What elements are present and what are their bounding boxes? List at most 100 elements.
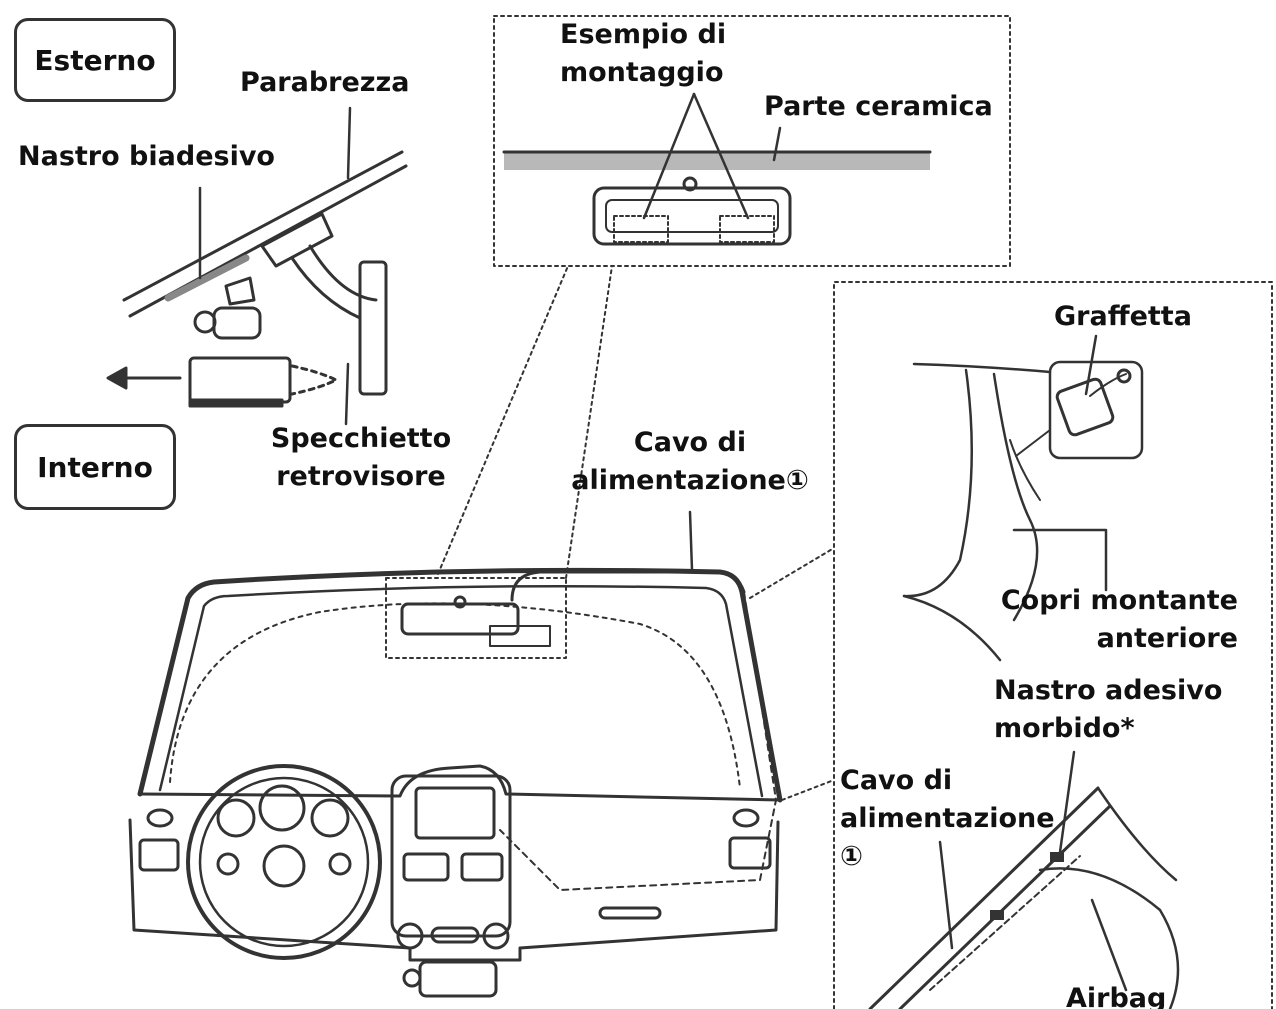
clip-pointer <box>1015 429 1051 457</box>
clip-stem <box>1089 373 1127 397</box>
windshield-inner <box>158 584 764 798</box>
gauge-center <box>258 784 306 832</box>
label-copri-line1: Copri montante <box>1000 585 1238 616</box>
label-graffetta: Graffetta <box>1054 301 1192 332</box>
mirror-focus-box <box>385 577 567 659</box>
cable-route <box>499 591 777 891</box>
leader-cavo-bottom <box>938 840 954 950</box>
mounting-example-panel <box>493 15 1011 267</box>
label-cavo-top-line1: Cavo di <box>633 427 747 458</box>
clip-head <box>1116 368 1132 384</box>
steering-button-left <box>216 852 240 876</box>
center-console <box>390 774 512 938</box>
console-vent-left <box>402 852 450 882</box>
label-nastro-morbido-line2: morbido* <box>994 713 1135 744</box>
console-knob-right <box>482 922 510 950</box>
soft-tape-2 <box>990 910 1004 920</box>
leader-esempio-left <box>642 92 696 220</box>
double-sided-tape <box>164 254 250 302</box>
camera-bracket <box>224 276 256 306</box>
label-esempio-line2: montaggio <box>560 57 724 88</box>
mount-position-left <box>613 215 669 243</box>
label-esterno: Esterno <box>14 18 176 102</box>
dashboard-top <box>138 764 782 802</box>
label-cavo-bottom-line1: Cavo di <box>840 765 953 796</box>
label-specchietto-line1: Specchietto <box>270 423 452 454</box>
windshield-glass-outer <box>122 150 404 302</box>
steering-button-right <box>328 852 352 876</box>
power-cable-top <box>510 570 746 602</box>
label-cavo-bottom-line2: alimentazione <box>840 803 1055 834</box>
label-parte-ceramica: Parte ceramica <box>764 91 993 122</box>
pillar-left-edge <box>902 368 974 598</box>
car-interior-illustration <box>128 510 783 998</box>
small-mirror-mount <box>453 595 467 609</box>
pillar-top-edge <box>912 362 1052 374</box>
leader-nastro-morbido <box>1058 750 1076 854</box>
direction-arrow-head <box>106 366 128 390</box>
mounting-example-frame <box>493 15 1011 267</box>
label-cavo-top-line2: alimentazione① <box>571 465 809 496</box>
mirror-mount <box>260 212 334 268</box>
camera-knob-ring <box>193 310 217 334</box>
pillar-lower-edge-1 <box>868 786 1100 1009</box>
rearview-mirror <box>358 260 388 396</box>
console-lower-knob <box>402 968 422 988</box>
gauge-right <box>310 798 350 838</box>
projection-line-right <box>565 265 613 579</box>
pillar-lower-edge-2 <box>898 804 1112 1009</box>
pillar-crease <box>1009 439 1041 501</box>
dashcam-body <box>188 356 292 404</box>
projection-right-upper <box>749 547 835 599</box>
label-cavo-bottom-line3: ① <box>840 841 863 872</box>
console-buttons <box>430 926 480 944</box>
label-parabrezza: Parabrezza <box>240 67 410 98</box>
leader-cavo-top <box>688 510 694 572</box>
mirror-arm-bottom <box>308 244 378 302</box>
projection-line-left <box>437 265 569 575</box>
steering-hub <box>262 844 306 888</box>
label-specchietto: Specchietto retrovisore <box>266 420 456 496</box>
label-esempio-montaggio: Esempio di montaggio <box>560 16 726 92</box>
label-cavo-bottom: Cavo di alimentazione ① <box>840 762 1055 876</box>
console-vent-right <box>460 852 504 882</box>
small-dashcam <box>489 625 551 647</box>
leader-specchietto <box>344 362 350 426</box>
leader-airbag <box>1090 898 1128 992</box>
pillar-bottom-edge <box>902 594 1002 662</box>
pillar-detail-panel <box>833 281 1273 1009</box>
leader-esempio-right <box>692 92 750 220</box>
wiper-area <box>169 602 741 789</box>
steering-wheel-outer <box>186 764 382 960</box>
clip-shape <box>1055 377 1115 437</box>
console-screen <box>414 786 496 840</box>
leader-copri <box>1012 528 1108 592</box>
leader-graffetta <box>1084 334 1098 396</box>
dashboard-body <box>128 818 780 962</box>
label-airbag: Airbag <box>1066 983 1167 1009</box>
small-mirror <box>400 602 520 636</box>
gauge-left <box>216 798 256 838</box>
label-nastro-biadesivo: Nastro biadesivo <box>18 141 275 172</box>
projection-right-lower <box>781 779 835 801</box>
label-specchietto-line2: retrovisore <box>276 461 446 492</box>
label-interno: Interno <box>14 424 176 510</box>
steering-wheel-inner <box>198 776 370 948</box>
mount-position-right <box>719 215 775 243</box>
ceramic-band <box>504 152 930 170</box>
dashcam-base <box>188 398 284 408</box>
soft-tape-1 <box>1050 852 1064 862</box>
label-copri-montante: Copri montante anteriore <box>984 582 1238 658</box>
label-esempio-line1: Esempio di <box>560 19 727 50</box>
mirror-front-inner <box>605 199 779 233</box>
glovebox-handle <box>598 906 662 920</box>
vent-right <box>728 836 772 870</box>
side-view-illustration <box>106 106 408 426</box>
pillar-detail-frame <box>833 281 1273 1009</box>
airbag-outline <box>1038 867 1180 1009</box>
power-cable-lower <box>929 855 1081 991</box>
leader-parabrezza <box>346 106 352 180</box>
pillar-right-edge <box>992 372 1039 622</box>
